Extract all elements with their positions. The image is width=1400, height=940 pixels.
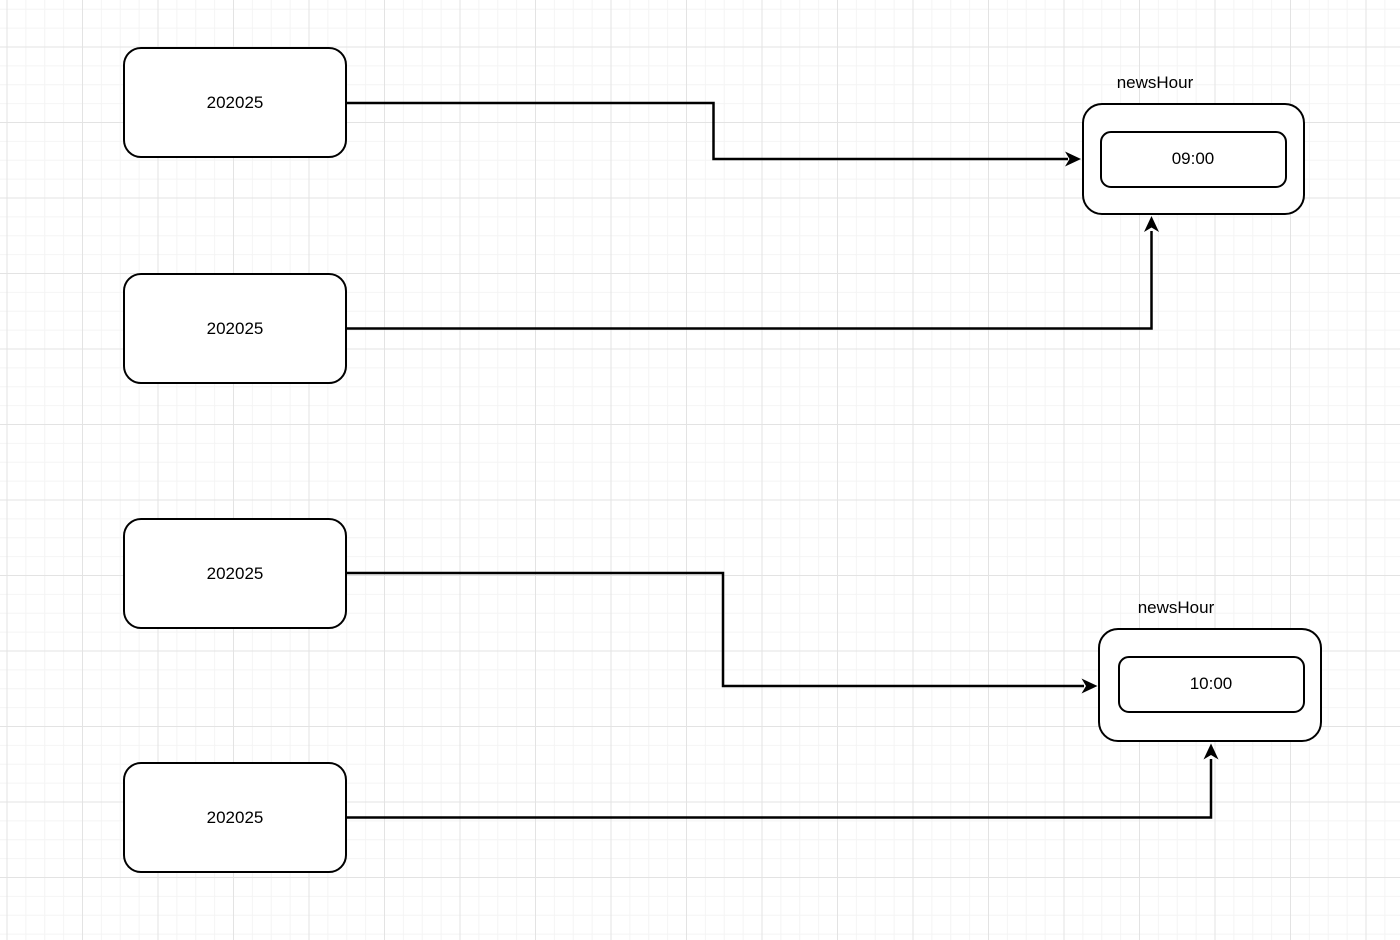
arrowhead-icon [1065,151,1081,167]
edge-node2-to-newshour1[interactable] [347,216,1159,330]
node-202025-2[interactable]: 202025 [123,273,347,384]
node-time-0900[interactable]: 09:00 [1099,130,1287,188]
time-label: 09:00 [1171,149,1215,168]
container-newshour-2[interactable]: 10:00 [1098,628,1322,742]
arrowhead-icon [1203,743,1219,760]
node-label: 202025 [206,807,264,827]
edge-line[interactable] [347,101,1068,161]
node-label: 202025 [206,563,264,583]
container-newshour-1[interactable]: 09:00 [1082,103,1305,215]
node-label: 202025 [206,318,264,338]
container-title-newshour-1: newsHour [1116,73,1194,92]
edge-line[interactable] [347,759,1213,819]
node-label: 202025 [206,92,264,112]
edge-line[interactable] [347,571,1084,688]
edge-node3-to-newshour2[interactable] [347,571,1098,694]
node-202025-3[interactable]: 202025 [123,518,347,629]
edge-line[interactable] [347,231,1153,330]
edge-node4-to-newshour2[interactable] [347,743,1219,819]
arrowhead-icon [1144,216,1159,232]
edge-node1-to-newshour1[interactable] [347,101,1081,167]
time-label: 10:00 [1189,674,1233,693]
node-time-1000[interactable]: 10:00 [1117,655,1305,713]
node-202025-4[interactable]: 202025 [123,762,347,873]
arrowhead-icon [1081,678,1098,694]
container-title-newshour-2: newsHour [1137,598,1215,617]
node-202025-1[interactable]: 202025 [123,47,347,158]
